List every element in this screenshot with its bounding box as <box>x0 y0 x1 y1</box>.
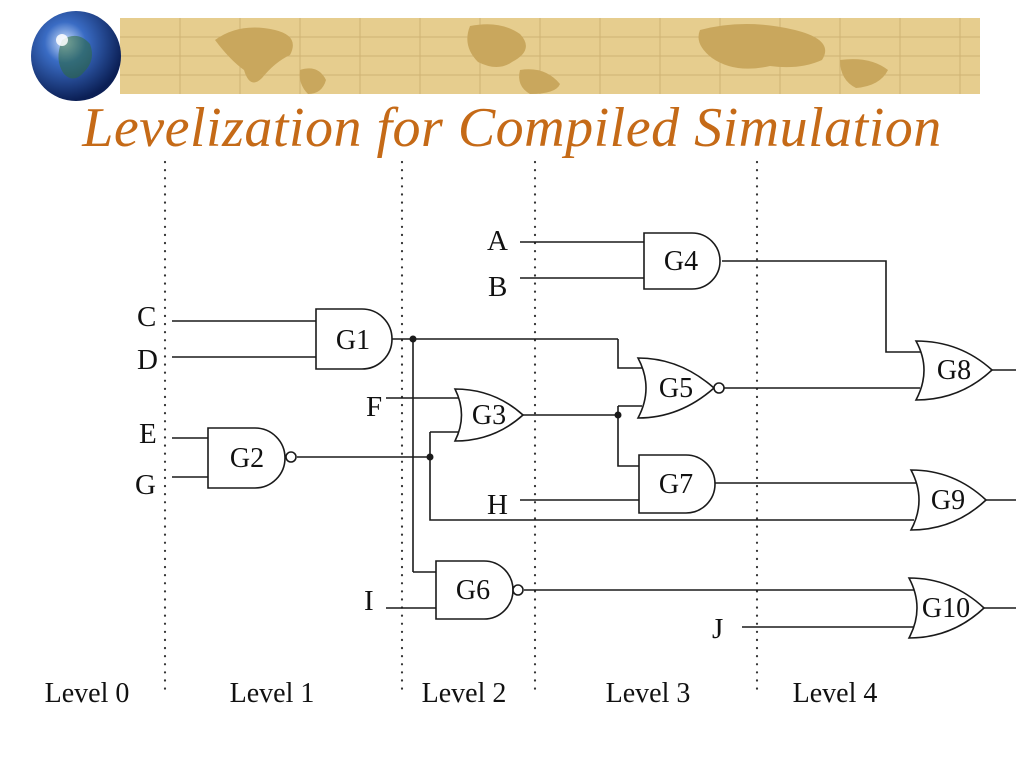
junction-dot <box>614 411 622 419</box>
level-label-2: Level 2 <box>422 678 507 709</box>
gate-g10: G10 <box>907 577 986 639</box>
input-label-e: E <box>139 418 157 450</box>
junction-dot <box>426 453 434 461</box>
svg-text:G4: G4 <box>664 246 698 277</box>
gate-g8: G8 <box>914 340 994 401</box>
level-label-4: Level 4 <box>793 678 878 709</box>
level-label-0: Level 0 <box>45 678 130 709</box>
svg-text:G1: G1 <box>336 325 370 356</box>
input-label-c: C <box>137 301 156 333</box>
wires <box>172 241 1016 628</box>
gate-g6: G6 <box>435 560 524 620</box>
svg-text:G10: G10 <box>922 593 970 624</box>
level-label-1: Level 1 <box>230 678 315 709</box>
globe-land <box>58 35 92 79</box>
level-dividers <box>163 160 759 692</box>
page-title: Levelization for Compiled Simulation <box>82 97 942 159</box>
input-label-j: J <box>712 613 723 645</box>
map-banner <box>31 11 980 101</box>
gate-g5: G5 <box>636 357 725 419</box>
input-label-a: A <box>487 225 508 257</box>
gate-g9: G9 <box>909 469 988 531</box>
svg-text:G2: G2 <box>230 443 264 474</box>
svg-text:G8: G8 <box>937 355 971 386</box>
input-label-d: D <box>137 344 158 376</box>
svg-text:G5: G5 <box>659 373 693 404</box>
gate-g3: G3 <box>453 388 525 442</box>
input-label-b: B <box>488 271 507 303</box>
input-label-f: F <box>366 391 382 423</box>
level-labels: Level 0 Level 1 Level 2 Level 3 Level 4 <box>45 678 878 709</box>
svg-text:G9: G9 <box>931 485 965 516</box>
input-label-g: G <box>135 469 156 501</box>
gate-g1: G1 <box>315 308 393 370</box>
input-labels: A B C D E F G H I J <box>135 225 723 645</box>
gate-g4: G4 <box>643 232 721 290</box>
level-label-3: Level 3 <box>606 678 691 709</box>
banner-continents <box>215 24 888 94</box>
gate-g2: G2 <box>207 427 297 489</box>
input-label-h: H <box>487 489 508 521</box>
svg-text:G3: G3 <box>472 400 506 431</box>
svg-text:G6: G6 <box>456 575 490 606</box>
svg-text:G7: G7 <box>659 469 693 500</box>
input-label-i: I <box>364 585 374 617</box>
gate-g7: G7 <box>638 454 716 514</box>
junction-dot <box>409 335 417 343</box>
